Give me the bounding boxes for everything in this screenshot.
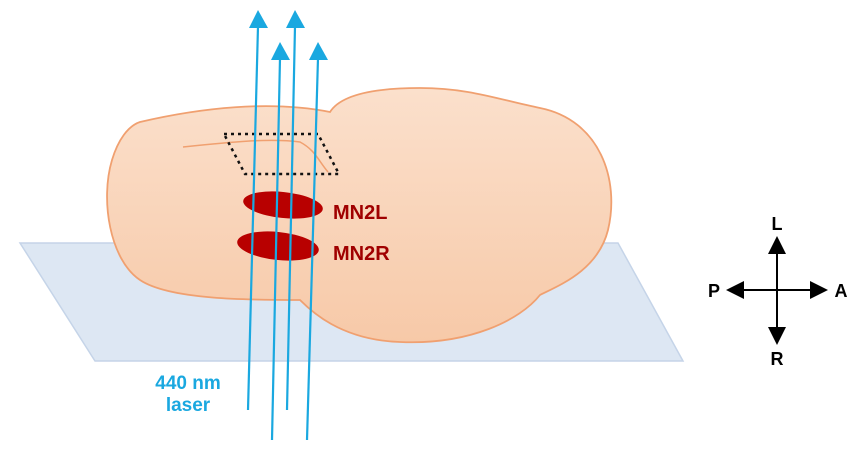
nucleus-mn2l [243,191,323,219]
compass-label-right: A [835,281,848,301]
arrow-head-icon [309,42,328,60]
compass-label-up: L [772,214,783,234]
arrow-left-icon [726,281,744,299]
nucleus-mn2r [237,231,319,261]
arrow-head-icon [249,10,268,28]
laser-label-line1: 440 nm [155,373,220,394]
brain-outline [106,87,613,344]
laser-beam-4 [305,57,320,441]
laser-beams [246,10,328,441]
laser-label-line2: laser [166,395,211,416]
arrow-head-icon [271,42,290,60]
arrow-head-icon [286,10,305,28]
arrow-down-icon [768,327,786,345]
midline-sulcus [182,139,329,173]
compass-label-left: P [708,281,720,301]
arrow-up-icon [768,236,786,254]
laser-beam-1 [246,25,260,411]
label-mn2l: MN2L [333,202,387,224]
orientation-compass [726,236,828,345]
label-mn2r: MN2R [333,243,390,265]
compass-label-down: R [771,349,784,369]
arrow-right-icon [810,281,828,299]
laser-beam-2 [285,25,297,411]
laser-beam-3 [270,57,282,441]
